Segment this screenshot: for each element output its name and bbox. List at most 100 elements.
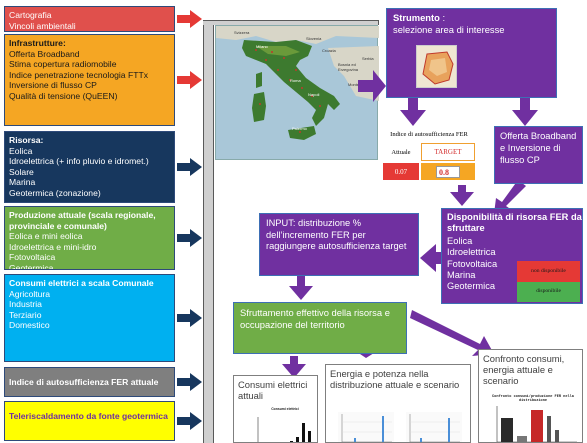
- output-confronto-chart-graphic: [496, 405, 577, 442]
- map-label-slovenia: Slovenia: [306, 36, 322, 41]
- output-energia-box: Energia e potenza nella distribuzione at…: [325, 364, 471, 443]
- arrow-disponibilita-to-input: [420, 244, 448, 272]
- map-label-croazia: Croazia: [322, 48, 336, 53]
- output-consumi-box: Consumi elettrici attuali Consumi elettr…: [233, 375, 318, 443]
- left-box-line: Geotermica (zonazione): [9, 187, 101, 198]
- output-energia-chart-2: [406, 412, 462, 442]
- input-text: INPUT: distribuzione % dell’incremento F…: [266, 218, 407, 252]
- left-box-indice: Indice di autosufficienza FER attuale: [4, 367, 175, 397]
- output-confronto-title: Confronto consumi, energia attuale e sce…: [483, 353, 565, 387]
- map-frame-top: [203, 20, 379, 25]
- disponibilita-item: Eolica: [447, 235, 473, 246]
- left-box-line: Inversione di flusso CP: [9, 80, 97, 91]
- left-box-line: Stima copertura radiomobile: [9, 59, 117, 70]
- indice-col-target: TARGET: [421, 143, 475, 161]
- left-box-line: Marina: [9, 177, 36, 188]
- offerta-box: Offerta Broadband e Inversione di flusso…: [494, 126, 583, 184]
- left-box-line: Idroelettrica (+ info pluvio e idromet.): [9, 156, 149, 167]
- indice-target-cell: 0.8: [421, 163, 475, 180]
- output-consumi-chart: Consumi elettrici: [254, 404, 316, 442]
- map-label-milano: Milano: [256, 44, 268, 49]
- indice-box: Indice di autosufficienza FER Attuale TA…: [381, 129, 477, 185]
- left-box-line: Eolica: [9, 145, 33, 156]
- disponibilita-item: Geotermica: [447, 281, 496, 292]
- output-confronto-box: Confronto consumi, energia attuale e sce…: [478, 349, 583, 443]
- legend-disponibile-label: disponibile: [536, 288, 561, 295]
- map-label-svizzera: Svizzera: [234, 30, 250, 35]
- left-box-line: Terziario: [9, 309, 42, 320]
- area-selection-map[interactable]: [416, 45, 457, 88]
- arrow-left-risorsa: [177, 158, 202, 176]
- strumento-title: Strumento: [393, 12, 440, 23]
- output-consumi-chart-title: Consumi elettrici: [271, 407, 299, 411]
- left-box-line: Cartografia: [9, 10, 52, 20]
- disponibilita-item: Idroelettrica: [447, 247, 496, 258]
- left-box-line: Idroelettrica e mini-idro: [9, 241, 97, 252]
- left-box-produzione: Produzione attuale (scala regionale, pro…: [4, 206, 175, 270]
- disponibilita-item: Fotovoltaica: [447, 258, 498, 269]
- disponibilita-title: Disponibilità di risorsa FER da sfruttar…: [447, 212, 582, 234]
- disponibilita-box: Disponibilità di risorsa FER da sfruttar…: [441, 208, 583, 304]
- left-box-line: Fotovoltaica: [9, 252, 56, 263]
- arrow-to-consumi: [282, 356, 306, 378]
- arrow-input-to-sfruttamento: [289, 276, 313, 300]
- disponibilita-item: Marina: [447, 270, 476, 281]
- map-label-napoli: Napoli: [308, 92, 320, 97]
- map-label-bosnia: Bosnia ed Erzegovina: [338, 62, 359, 72]
- arrow-left-territorio: [177, 10, 202, 28]
- sfruttamento-text: Sfruttamento effettivo della risorsa e o…: [240, 307, 390, 330]
- left-box-line: Domestico: [9, 320, 50, 331]
- map-label-roma: Roma: [290, 78, 301, 83]
- left-box-title: Teleriscaldamento da fonte geotermica: [9, 411, 168, 421]
- indice-value-attuale: 0.07: [383, 163, 419, 180]
- left-box-title: Risorsa:: [9, 135, 44, 145]
- left-box-line: Qualità di tensione (QuEEN): [9, 90, 118, 101]
- left-box-line: Eolica e mini eolica: [9, 231, 83, 242]
- arrow-left-infrastrutture: [177, 71, 202, 89]
- map-frame: [203, 20, 214, 443]
- arrow-offerta-to-disponibilita: [494, 180, 526, 214]
- indice-col-attuale: Attuale: [391, 148, 411, 156]
- output-energia-title: Energia e potenza nella distribuzione at…: [330, 368, 460, 391]
- output-consumi-chart-graphic: [257, 417, 311, 442]
- map-label-serbia: Serbia: [362, 56, 374, 61]
- arrow-left-produzione: [177, 229, 202, 247]
- arrow-to-confronto: [410, 310, 494, 356]
- output-consumi-title: Consumi elettrici attuali: [238, 379, 308, 402]
- legend-non-disponibile-label: non disponibile: [531, 267, 566, 274]
- arrow-indice-to-disponibilita: [450, 184, 474, 206]
- offerta-text: Offerta Broadband e Inversione di flusso…: [500, 131, 577, 165]
- legend-disponibile: disponibile: [517, 282, 580, 302]
- output-confronto-chart: Confronto consumi/produzione FER nella d…: [487, 395, 579, 442]
- left-box-line: Vincoli ambientali: [9, 20, 76, 31]
- left-box-title: Produzione attuale (scala regionale, pro…: [9, 210, 156, 231]
- left-box-line: Agricoltura: [9, 288, 51, 299]
- left-box-line: Indice penetrazione tecnologia FTTx: [9, 69, 149, 80]
- left-box-title: Infrastrutture:: [9, 38, 66, 48]
- arrow-strumento-to-offerta: [512, 98, 538, 126]
- strumento-box: Strumento : selezione area di interesse: [386, 8, 557, 98]
- italy-map: Svizzera Slovenia Croazia Bosnia ed Erze…: [215, 25, 379, 160]
- left-box-line: Offerta Broadband: [9, 48, 80, 59]
- arrow-left-teleriscaldamento: [177, 412, 202, 430]
- left-box-title: Indice di autosufficienza FER attuale: [9, 377, 159, 387]
- arrow-left-consumi: [177, 309, 202, 327]
- left-box-teleriscaldamento: Teleriscaldamento da fonte geotermica: [4, 401, 175, 441]
- arrow-left-indice: [177, 373, 202, 391]
- left-box-line: Solare: [9, 166, 34, 177]
- output-energia-chart-1: [338, 412, 394, 442]
- arrow-map-to-strumento: [358, 70, 386, 102]
- indice-value-target[interactable]: 0.8: [436, 165, 460, 178]
- left-box-line: Industria: [9, 299, 42, 310]
- legend-non-disponibile: non disponibile: [517, 261, 580, 282]
- output-confronto-chart-title: Confronto consumi/produzione FER nella d…: [492, 395, 574, 404]
- left-box-title: Consumi elettrici a scala Comunale: [9, 278, 154, 288]
- map-label-palermo: Palermo: [292, 126, 307, 131]
